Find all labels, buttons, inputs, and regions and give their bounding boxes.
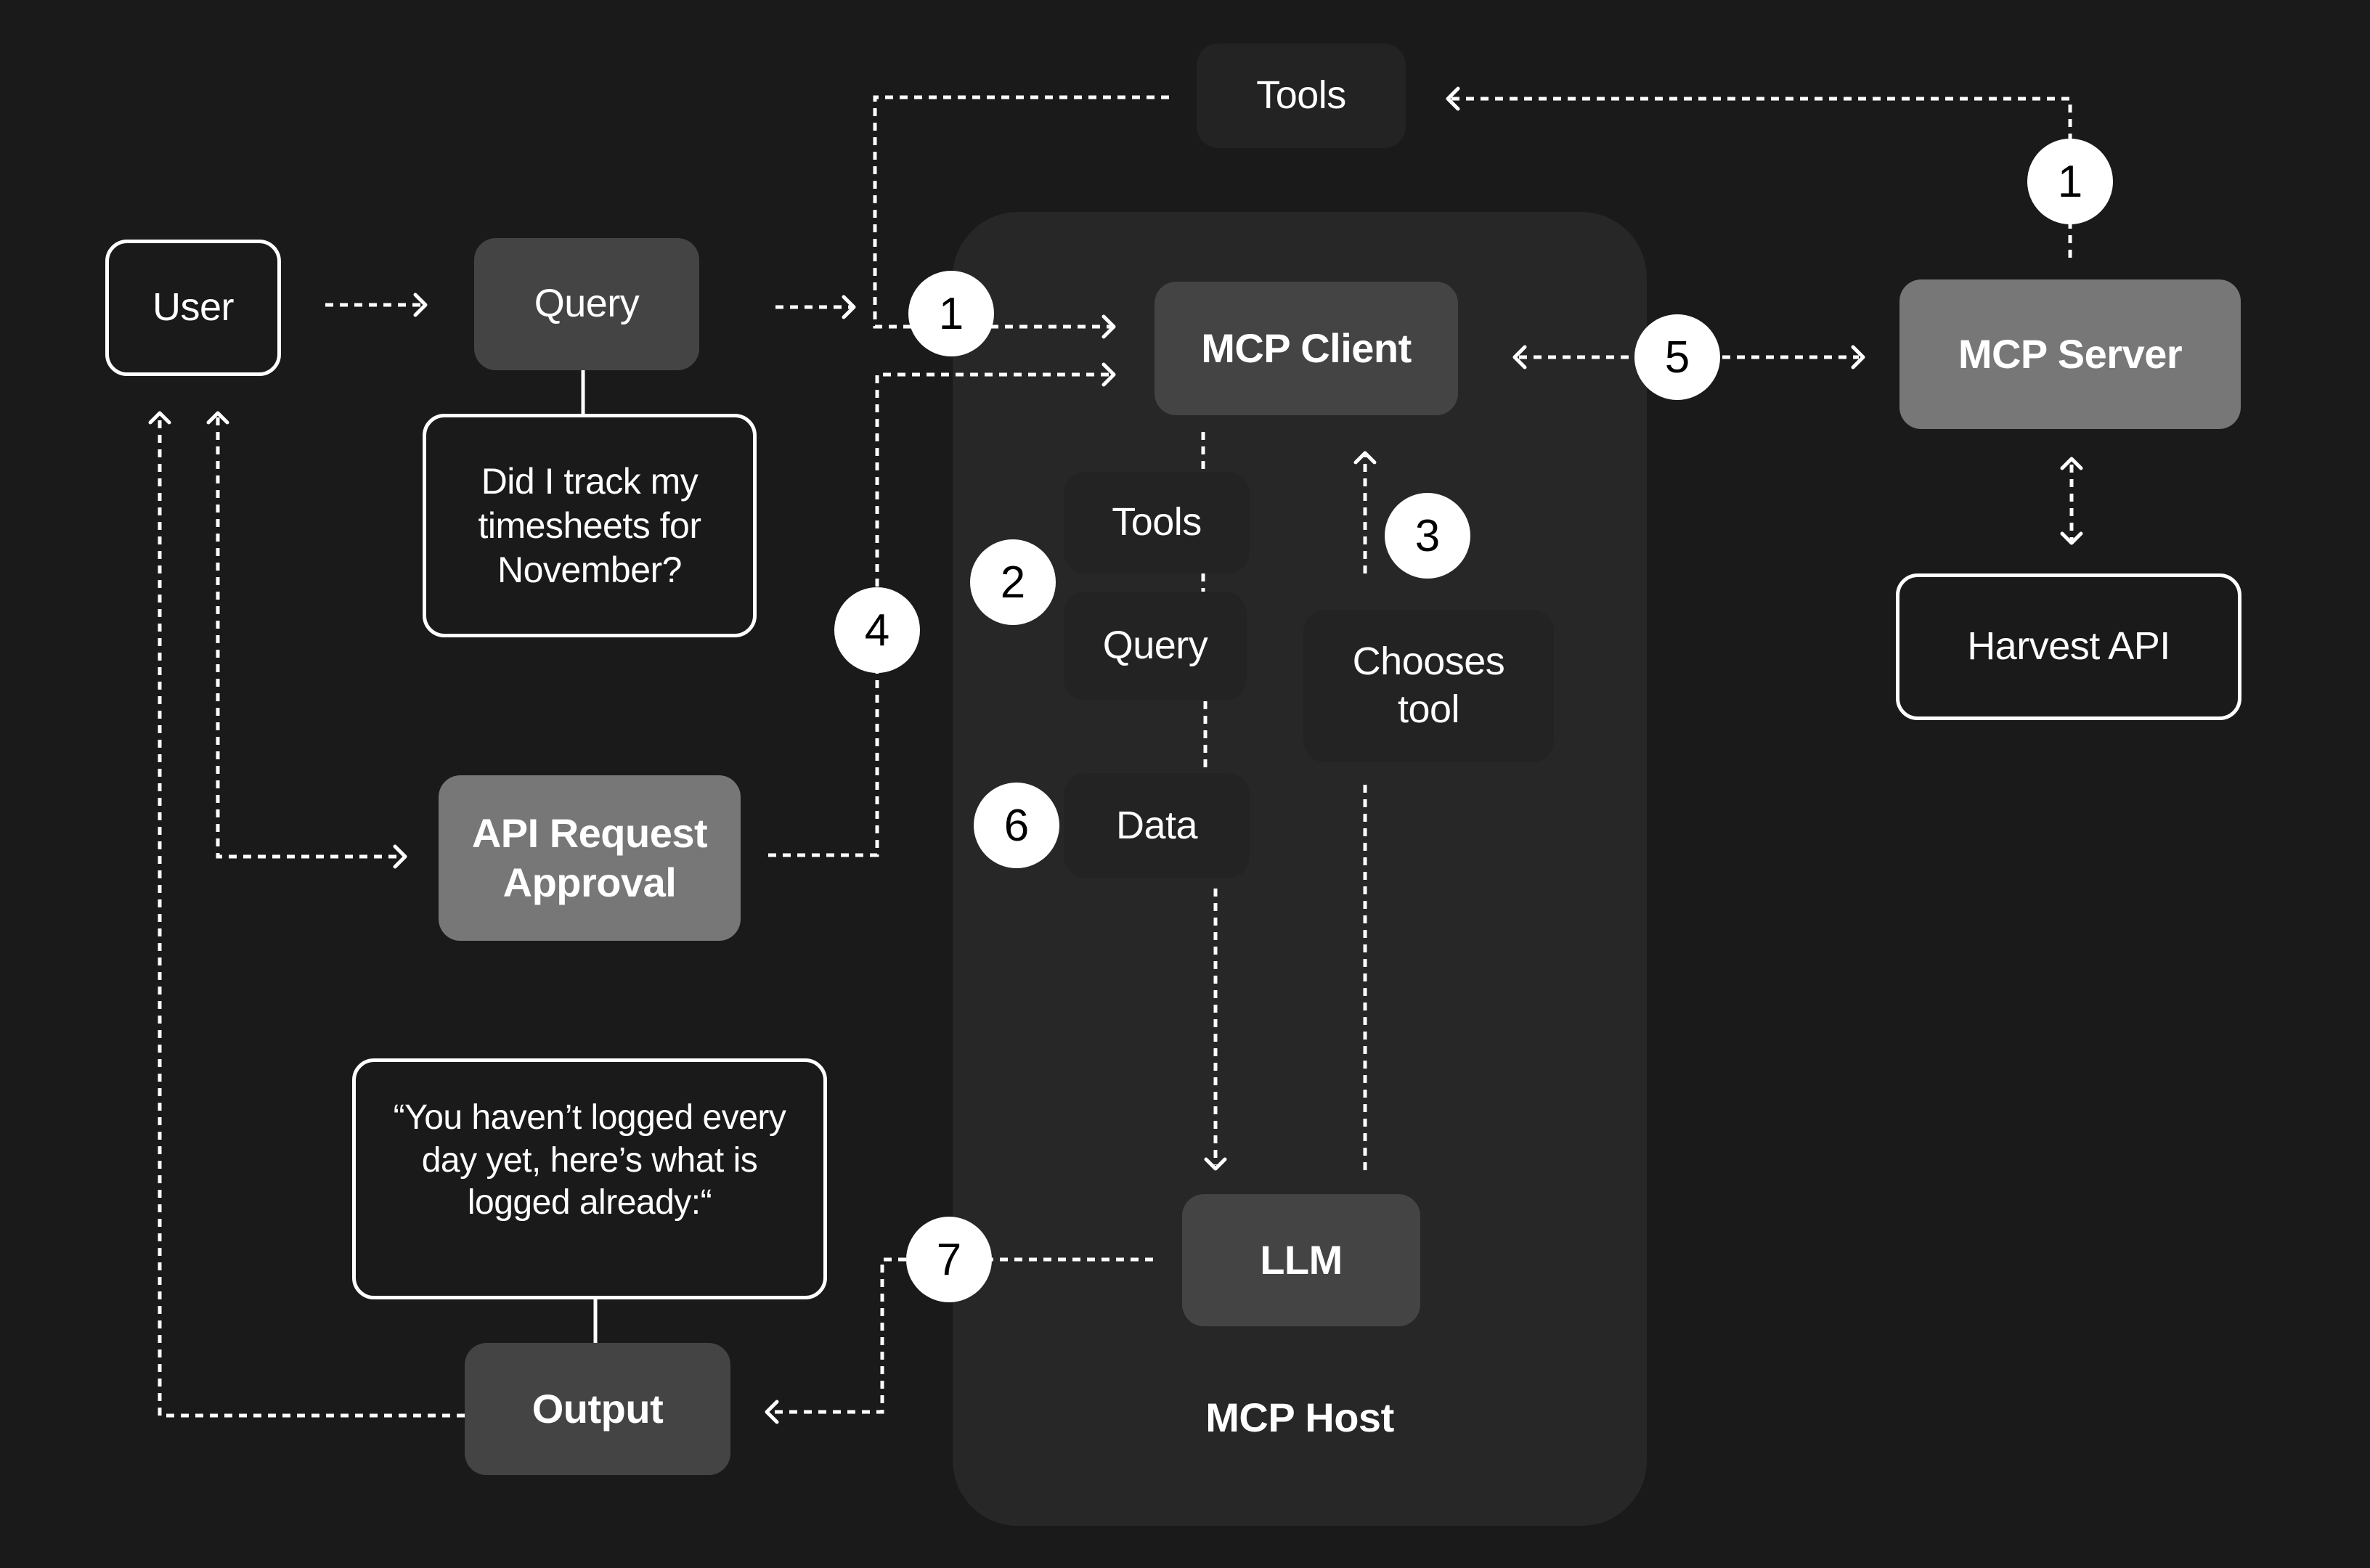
mcp-host-label: MCP Host: [1205, 1395, 1394, 1440]
query-label: Query: [534, 282, 640, 326]
mcp-server-label: MCP Server: [1958, 330, 2183, 377]
chooses-tool-label: Chooses tool: [1352, 640, 1505, 731]
api-request-approval-label: API Request Approval: [471, 809, 708, 905]
user-node: User: [105, 240, 281, 376]
step-badge-7: 7: [906, 1217, 992, 1302]
tools-top-node: Tools: [1197, 44, 1406, 148]
data-label: Data: [1115, 803, 1198, 847]
arrowhead-left-icon: [765, 1400, 779, 1424]
query-node: Query: [474, 238, 699, 370]
arrowhead-up-icon: [148, 411, 171, 425]
connector-user-to-approval: [216, 417, 403, 859]
mcp-server-node: MCP Server: [1899, 279, 2241, 429]
output-note-text: “You haven’t logged every day yet, here’…: [393, 1098, 786, 1222]
arrowhead-right-icon: [1851, 345, 1865, 369]
host-tools-node: Tools: [1064, 472, 1250, 573]
output-label: Output: [532, 1385, 664, 1432]
output-note: “You haven’t logged every day yet, here’…: [352, 1058, 827, 1299]
api-request-approval-node: API Request Approval: [439, 775, 741, 941]
user-label: User: [152, 285, 235, 330]
mcp-client-label: MCP Client: [1201, 324, 1412, 371]
query-note: Did I track my timesheets for November?: [423, 414, 757, 637]
llm-label: LLM: [1260, 1236, 1343, 1283]
step-badge-1-server: 1: [2027, 139, 2113, 224]
step-badge-4: 4: [834, 587, 920, 673]
arrowhead-left-icon: [1446, 86, 1460, 111]
query-note-text: Did I track my timesheets for November?: [478, 460, 701, 590]
host-tools-label: Tools: [1112, 500, 1202, 544]
output-node: Output: [465, 1343, 730, 1475]
llm-node: LLM: [1182, 1194, 1420, 1326]
arrowhead-right-icon: [393, 844, 407, 869]
step-badge-5: 5: [1634, 314, 1720, 400]
step-badge-1-client: 1: [908, 271, 994, 356]
step-badge-6: 6: [974, 783, 1059, 868]
arrowhead-up-icon: [2060, 457, 2083, 470]
step-badge-3: 3: [1385, 493, 1470, 579]
arrowhead-right-icon: [413, 293, 428, 317]
harvest-api-node: Harvest API: [1896, 573, 2241, 720]
data-node: Data: [1064, 773, 1250, 878]
step-badge-2: 2: [970, 539, 1056, 625]
harvest-api-label: Harvest API: [1967, 624, 2170, 669]
arrowhead-up-icon: [206, 411, 229, 425]
arrowhead-right-icon: [842, 295, 856, 319]
chooses-tool-node: Chooses tool: [1303, 610, 1554, 762]
tools-top-label: Tools: [1256, 73, 1346, 118]
host-query-label: Query: [1102, 624, 1208, 668]
host-query-node: Query: [1064, 592, 1247, 701]
mcp-client-node: MCP Client: [1155, 282, 1458, 415]
arrowhead-down-icon: [2060, 531, 2083, 545]
